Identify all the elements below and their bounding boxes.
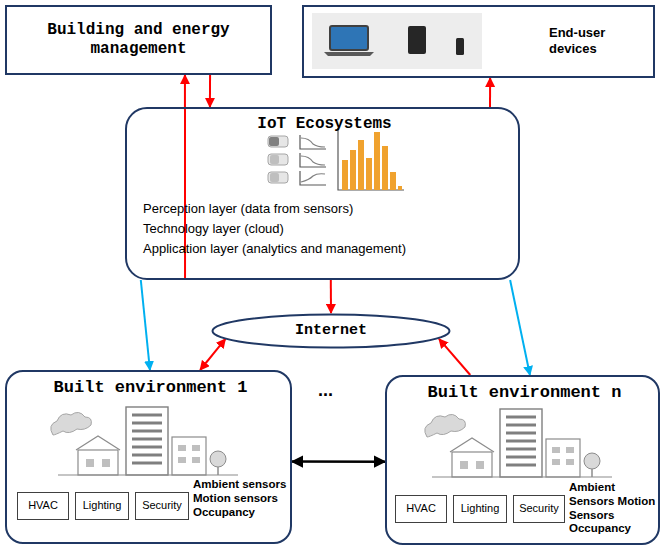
node-title: Lighting — [83, 499, 122, 512]
phone-icon — [456, 38, 464, 55]
system-box: Built environment n Ambient Sensors Motio… — [385, 375, 660, 545]
subsystem-box: Lighting — [453, 495, 507, 523]
subsystem-box: Security — [135, 492, 189, 520]
node-title: End-user devices — [549, 25, 649, 56]
node-title: Security — [142, 499, 182, 512]
subsystem-box: HVAC — [395, 495, 447, 523]
node-title: Built environment 1 — [7, 378, 294, 398]
connector-arrow — [141, 280, 150, 370]
device-band — [312, 13, 482, 69]
system-box: IoT EcosystemsPerception layer (data fro… — [125, 107, 520, 280]
connector-arrow — [330, 280, 332, 313]
city-illustration — [425, 409, 612, 477]
node-title: HVAC — [28, 499, 58, 512]
network-ellipse: Internet — [211, 313, 451, 349]
node-title: IoT Ecosystems — [127, 115, 522, 134]
node-title: Security — [519, 502, 559, 515]
bar-chart-icon — [338, 128, 404, 190]
system-box: Building and energy management — [5, 5, 272, 75]
node-title: Internet — [295, 322, 367, 340]
ellipsis-label: ... — [318, 380, 333, 401]
node-text: Technology layer (cloud) — [143, 221, 513, 237]
connector-arrow — [200, 339, 225, 370]
subsystem-box: HVAC — [17, 492, 69, 520]
connector-arrow — [292, 460, 385, 463]
city-illustration — [51, 407, 238, 475]
node-title: Lighting — [461, 502, 500, 515]
laptop-icon — [324, 26, 374, 56]
connector-arrow — [209, 75, 211, 107]
node-title: HVAC — [406, 502, 436, 515]
tablet-icon — [408, 26, 426, 54]
node-text: Ambient Sensors Motion Sensors Occupancy — [569, 481, 661, 536]
system-box: Built environment 1 Ambient sensors Motio… — [5, 370, 292, 544]
node-title: Built environment n — [387, 383, 662, 403]
node-title: Building and energy management — [19, 21, 259, 59]
system-box: End-user devices — [302, 5, 655, 78]
connector-arrow — [489, 78, 491, 107]
node-text: Application layer (analytics and managem… — [143, 241, 513, 257]
line-chart-icons — [300, 135, 326, 185]
toggle-icons — [268, 136, 288, 183]
node-text: Ambient sensors Motion sensors Occupancy — [193, 478, 291, 519]
node-text: Perception layer (data from sensors) — [143, 201, 513, 217]
connector-arrow — [510, 280, 530, 375]
subsystem-box: Lighting — [75, 492, 129, 520]
subsystem-box: Security — [513, 495, 565, 523]
connector-arrow — [439, 339, 470, 375]
